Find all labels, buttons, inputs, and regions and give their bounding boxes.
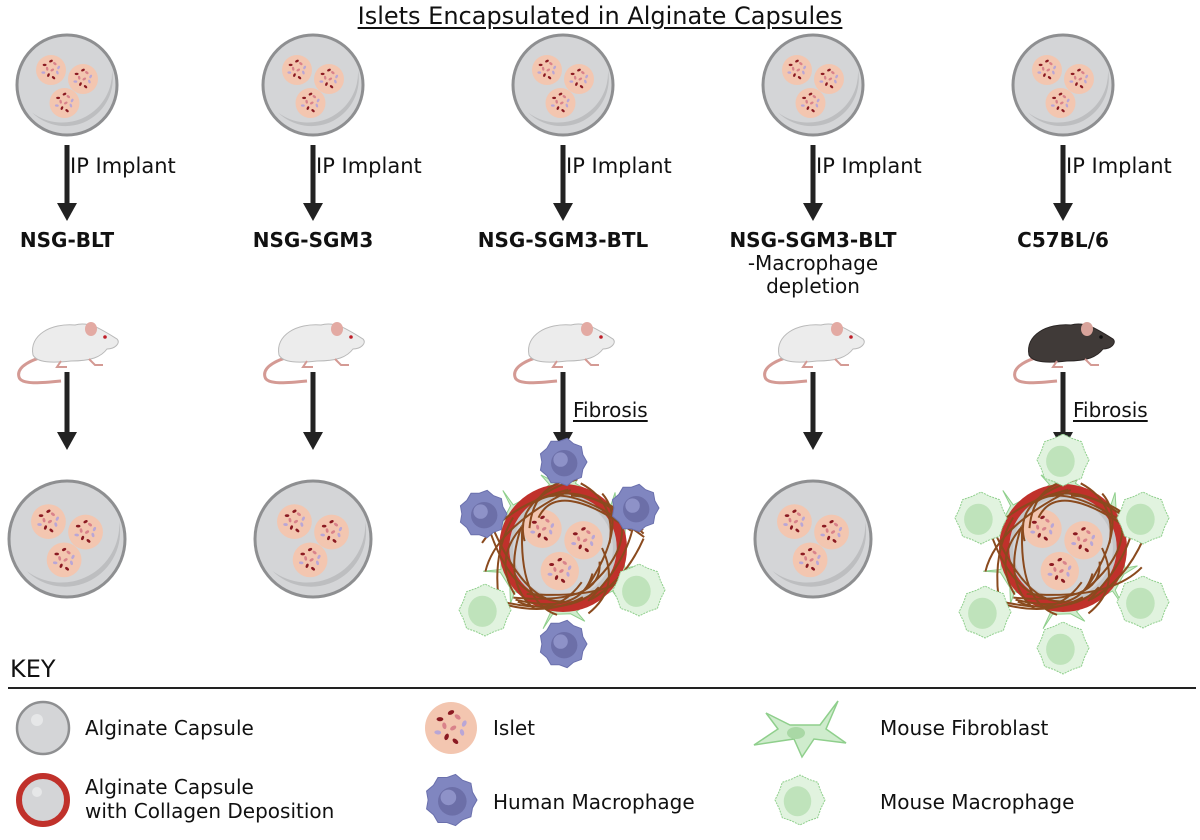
implant-arrow xyxy=(1053,145,1073,221)
human-macrophage xyxy=(539,437,588,487)
strain-name: NSG-SGM3-BTL xyxy=(477,228,649,252)
mouse-macrophage xyxy=(1036,621,1090,675)
strain-name: C57BL/6 xyxy=(1017,228,1109,252)
mouse-fibroblast-icon xyxy=(753,700,847,759)
intact-capsule xyxy=(753,479,873,599)
initial-capsule xyxy=(1011,33,1115,137)
white-mouse-icon xyxy=(17,322,119,385)
figure-title: Islets Encapsulated in Alginate Capsules xyxy=(357,2,843,30)
strain-label: NSG-BLT xyxy=(0,228,187,252)
mouse-macrophage xyxy=(612,563,666,617)
initial-capsule xyxy=(15,33,119,137)
implant-label: IP Implant xyxy=(816,154,922,178)
implant-label: IP Implant xyxy=(316,154,422,178)
strain-name: NSG-SGM3-BLT xyxy=(729,228,897,252)
key-label-human-macrophage: Human Macrophage xyxy=(493,790,695,814)
islet-icon xyxy=(425,702,477,754)
fibrotic-capsule xyxy=(458,437,666,669)
mouse-macrophage xyxy=(954,491,1008,545)
outcome-arrow xyxy=(803,372,823,450)
fibrosis-label: Fibrosis xyxy=(573,398,648,422)
strain-label: NSG-SGM3-BTL xyxy=(443,228,683,252)
mouse-macrophage-icon xyxy=(774,774,826,826)
outcome-arrow xyxy=(57,372,77,450)
key-label-mouse-macrophage: Mouse Macrophage xyxy=(880,790,1075,814)
mouse-macrophage xyxy=(1116,575,1170,629)
mouse-macrophage xyxy=(1116,491,1170,545)
initial-capsule xyxy=(511,33,615,137)
strain-name: NSG-SGM3 xyxy=(252,228,374,252)
strain-sub-line2: depletion xyxy=(766,274,860,298)
intact-capsule xyxy=(7,479,127,599)
implant-label: IP Implant xyxy=(70,154,176,178)
implant-arrow xyxy=(553,145,573,221)
mouse-macrophage xyxy=(958,585,1012,639)
strain-sub-line1: -Macrophage xyxy=(747,251,879,275)
initial-capsule xyxy=(261,33,365,137)
implant-arrow xyxy=(803,145,823,221)
key-label-mouse-fibroblast: Mouse Fibroblast xyxy=(880,716,1049,740)
implant-arrow xyxy=(303,145,323,221)
initial-capsule xyxy=(761,33,865,137)
key-label-alginate-capsule: Alginate Capsule xyxy=(85,716,254,740)
key-label-collagen-capsule: Alginate Capsule with Collagen Depositio… xyxy=(85,775,334,823)
outcome-arrow xyxy=(303,372,323,450)
key-divider xyxy=(8,687,1196,689)
black-mouse-icon xyxy=(1013,322,1115,385)
alginate-capsule-icon xyxy=(15,700,71,756)
mouse-macrophage xyxy=(1036,433,1090,487)
key-title: KEY xyxy=(10,655,56,683)
human-macrophage xyxy=(611,483,660,533)
white-mouse-icon xyxy=(263,322,365,385)
white-mouse-icon xyxy=(513,322,615,385)
fibrosis-label: Fibrosis xyxy=(1073,398,1148,422)
human-macrophage xyxy=(459,489,508,539)
collagen-capsule-icon xyxy=(16,773,70,827)
strain-name: NSG-BLT xyxy=(19,228,115,252)
human-macrophage-icon xyxy=(426,773,478,827)
white-mouse-icon xyxy=(763,322,865,385)
human-macrophage xyxy=(539,619,588,669)
key-label-collagen-line1: Alginate Capsule xyxy=(85,775,254,799)
strain-label: C57BL/6 xyxy=(943,228,1183,252)
intact-capsule xyxy=(253,479,373,599)
fibrotic-capsule xyxy=(954,433,1170,675)
mouse-macrophage xyxy=(458,583,512,637)
implant-label: IP Implant xyxy=(566,154,672,178)
key-label-collagen-line2: with Collagen Deposition xyxy=(85,799,335,823)
key-label-islet: Islet xyxy=(493,716,536,740)
strain-label: NSG-SGM3 xyxy=(193,228,433,252)
implant-label: IP Implant xyxy=(1066,154,1172,178)
implant-arrow xyxy=(57,145,77,221)
